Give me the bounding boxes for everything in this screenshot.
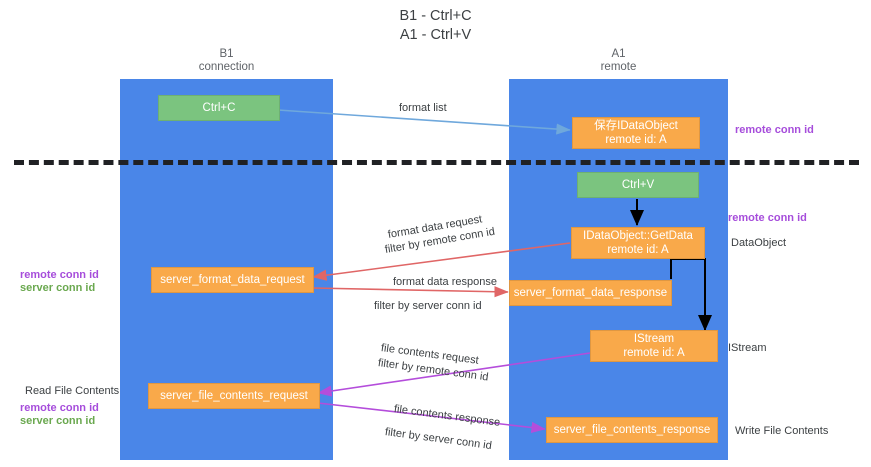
filter-prefix: filter by xyxy=(377,357,417,374)
phase-separator xyxy=(14,160,859,165)
node-ctrl-c[interactable]: Ctrl+C xyxy=(158,95,280,121)
side-label-dataobject: DataObject xyxy=(731,237,787,249)
side-label-left-remote-conn-id-btm: remote conn id xyxy=(20,402,99,414)
filter-prefix: filter by xyxy=(384,426,424,443)
node-idataobject-getdata[interactable]: IDataObject::GetData remote id: A xyxy=(571,227,705,259)
node-save-idataobject-sub: remote id: A xyxy=(605,134,667,146)
filter-prefix: filter by xyxy=(374,300,413,312)
node-server-file-contents-response-label: server_file_contents_response xyxy=(553,424,711,436)
node-istream-sub: remote id: A xyxy=(623,347,685,359)
side-label-read-file-contents: Read File Contents xyxy=(25,385,120,397)
filter-key-remote-conn-id: remote conn id xyxy=(415,362,490,384)
node-server-file-contents-request-label: server_file_contents_request xyxy=(160,390,308,402)
side-label-remote-conn-id-mid: remote conn id xyxy=(728,212,807,224)
side-label-remote-conn-id-top: remote conn id xyxy=(735,124,814,136)
side-label-write-file-contents: Write File Contents xyxy=(735,425,829,437)
diagram-title: B1 - Ctrl+C A1 - Ctrl+V xyxy=(0,7,871,45)
lane-header-b1-title: B1 xyxy=(219,48,234,60)
node-server-format-data-response-label: server_format_data_response xyxy=(513,287,668,299)
node-ctrl-v[interactable]: Ctrl+V xyxy=(577,172,699,198)
filter-key-server-conn-id: server conn id xyxy=(412,300,482,312)
side-label-left-server-conn-id-mid: server conn id xyxy=(20,282,96,294)
node-idataobject-getdata-sub: remote id: A xyxy=(607,244,669,256)
edge-label-format-list: format list xyxy=(399,102,447,114)
edge-label-file-contents-response: file contents response xyxy=(393,403,501,429)
edge-label-format-data-response-filter: filter by server conn id xyxy=(374,299,482,313)
side-label-istream: IStream xyxy=(728,342,767,354)
side-label-left-remote-conn-id-mid: remote conn id xyxy=(20,269,99,281)
edge-label-file-contents-response-filter: filter by server conn id xyxy=(384,425,493,453)
node-save-idataobject[interactable]: 保存IDataObject remote id: A xyxy=(572,117,700,149)
filter-key-server-conn-id: server conn id xyxy=(422,431,493,452)
diagram-title-line-2: A1 - Ctrl+V xyxy=(399,27,472,43)
node-server-format-data-request-label: server_format_data_request xyxy=(160,274,305,286)
node-istream[interactable]: IStream remote id: A xyxy=(590,330,718,362)
node-server-format-data-request[interactable]: server_format_data_request xyxy=(151,267,314,293)
node-idataobject-getdata-label: IDataObject::GetData xyxy=(583,230,693,242)
side-label-left-server-conn-id-btm: server conn id xyxy=(20,415,96,427)
lane-header-a1-title: A1 xyxy=(611,48,626,60)
node-ctrl-c-label: Ctrl+C xyxy=(202,102,236,114)
lane-header-a1: A1 remote xyxy=(509,48,728,74)
node-save-idataobject-label: 保存IDataObject xyxy=(594,120,678,132)
lane-header-a1-subtitle: remote xyxy=(600,61,637,73)
node-istream-label: IStream xyxy=(633,333,675,345)
edge-label-format-data-response: format data response xyxy=(393,276,497,288)
node-server-format-data-response[interactable]: server_format_data_response xyxy=(509,280,672,306)
node-server-file-contents-request[interactable]: server_file_contents_request xyxy=(148,383,320,409)
lane-header-b1-subtitle: connection xyxy=(198,61,255,73)
node-server-file-contents-response[interactable]: server_file_contents_response xyxy=(546,417,718,443)
diagram-title-line-1: B1 - Ctrl+C xyxy=(399,8,472,24)
node-ctrl-v-label: Ctrl+V xyxy=(621,179,655,191)
lane-header-b1: B1 connection xyxy=(120,48,333,74)
